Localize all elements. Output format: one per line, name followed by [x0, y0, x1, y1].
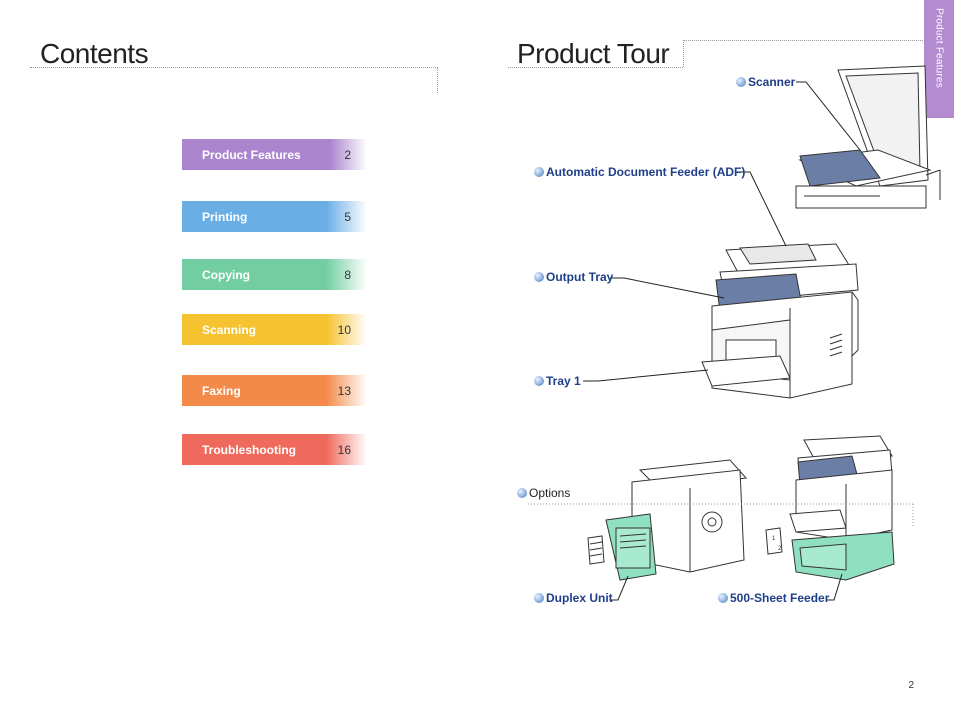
toc-item-copying[interactable]: Copying 8 — [182, 259, 367, 290]
toc-item-scanning[interactable]: Scanning 10 — [182, 314, 367, 345]
callout-tray1: Tray 1 — [534, 374, 581, 388]
toc-page: 16 — [337, 442, 351, 457]
svg-text:1: 1 — [772, 536, 776, 542]
toc-page: 10 — [337, 322, 351, 337]
toc-label: Product Features — [202, 147, 301, 162]
toc-label: Faxing — [202, 383, 241, 398]
toc-item-product-features[interactable]: Product Features 2 — [182, 139, 367, 170]
callout-bullet-icon — [534, 376, 544, 386]
toc-label: Printing — [202, 209, 248, 224]
title-rule-right-top — [683, 40, 923, 41]
callout-adf: Automatic Document Feeder (ADF) — [534, 165, 745, 179]
callout-label: Output Tray — [546, 270, 614, 284]
callout-bullet-icon — [718, 593, 728, 603]
title-rule-left-end — [437, 67, 438, 93]
toc-item-printing[interactable]: Printing 5 — [182, 201, 367, 232]
title-rule-right — [508, 67, 683, 68]
page-title-product-tour: Product Tour — [517, 38, 670, 69]
callout-label: Scanner — [748, 75, 796, 89]
callout-scanner: Scanner — [736, 75, 795, 89]
callout-output-tray: Output Tray — [534, 270, 613, 284]
callout-bullet-icon — [736, 77, 746, 87]
toc-page: 2 — [344, 147, 351, 162]
callout-label: Duplex Unit — [546, 591, 613, 605]
page-number: 2 — [908, 680, 914, 691]
toc-label: Copying — [202, 267, 250, 282]
callout-bullet-icon — [534, 272, 544, 282]
toc-label: Troubleshooting — [202, 442, 296, 457]
toc-item-faxing[interactable]: Faxing 13 — [182, 375, 367, 406]
callout-bullet-icon — [534, 167, 544, 177]
side-tab[interactable]: Product Features — [924, 0, 954, 118]
page-title-contents: Contents — [40, 38, 149, 69]
callout-bullet-icon — [517, 488, 527, 498]
callout-500-sheet-feeder: 500-Sheet Feeder — [718, 591, 829, 605]
scanner-illustration — [795, 65, 941, 209]
callout-options: Options — [517, 486, 570, 500]
toc-page: 13 — [337, 383, 351, 398]
toc-label: Scanning — [202, 322, 257, 337]
printer-rear-illustration — [587, 459, 747, 581]
title-rule-right-tick — [683, 40, 684, 67]
toc-item-troubleshooting[interactable]: Troubleshooting 16 — [182, 434, 367, 465]
callout-duplex-unit: Duplex Unit — [534, 591, 613, 605]
callout-label: 500-Sheet Feeder — [730, 591, 830, 605]
toc-page: 5 — [344, 209, 351, 224]
main-printer-illustration — [701, 243, 859, 399]
printer-with-feeder-illustration: 1 2 — [765, 435, 895, 581]
callout-bullet-icon — [534, 593, 544, 603]
callout-label: Tray 1 — [546, 374, 581, 388]
callout-label: Automatic Document Feeder (ADF) — [546, 165, 746, 179]
toc-page: 8 — [344, 267, 351, 282]
callout-label: Options — [529, 486, 571, 500]
title-rule-left — [30, 67, 438, 68]
svg-text:2: 2 — [778, 546, 782, 552]
